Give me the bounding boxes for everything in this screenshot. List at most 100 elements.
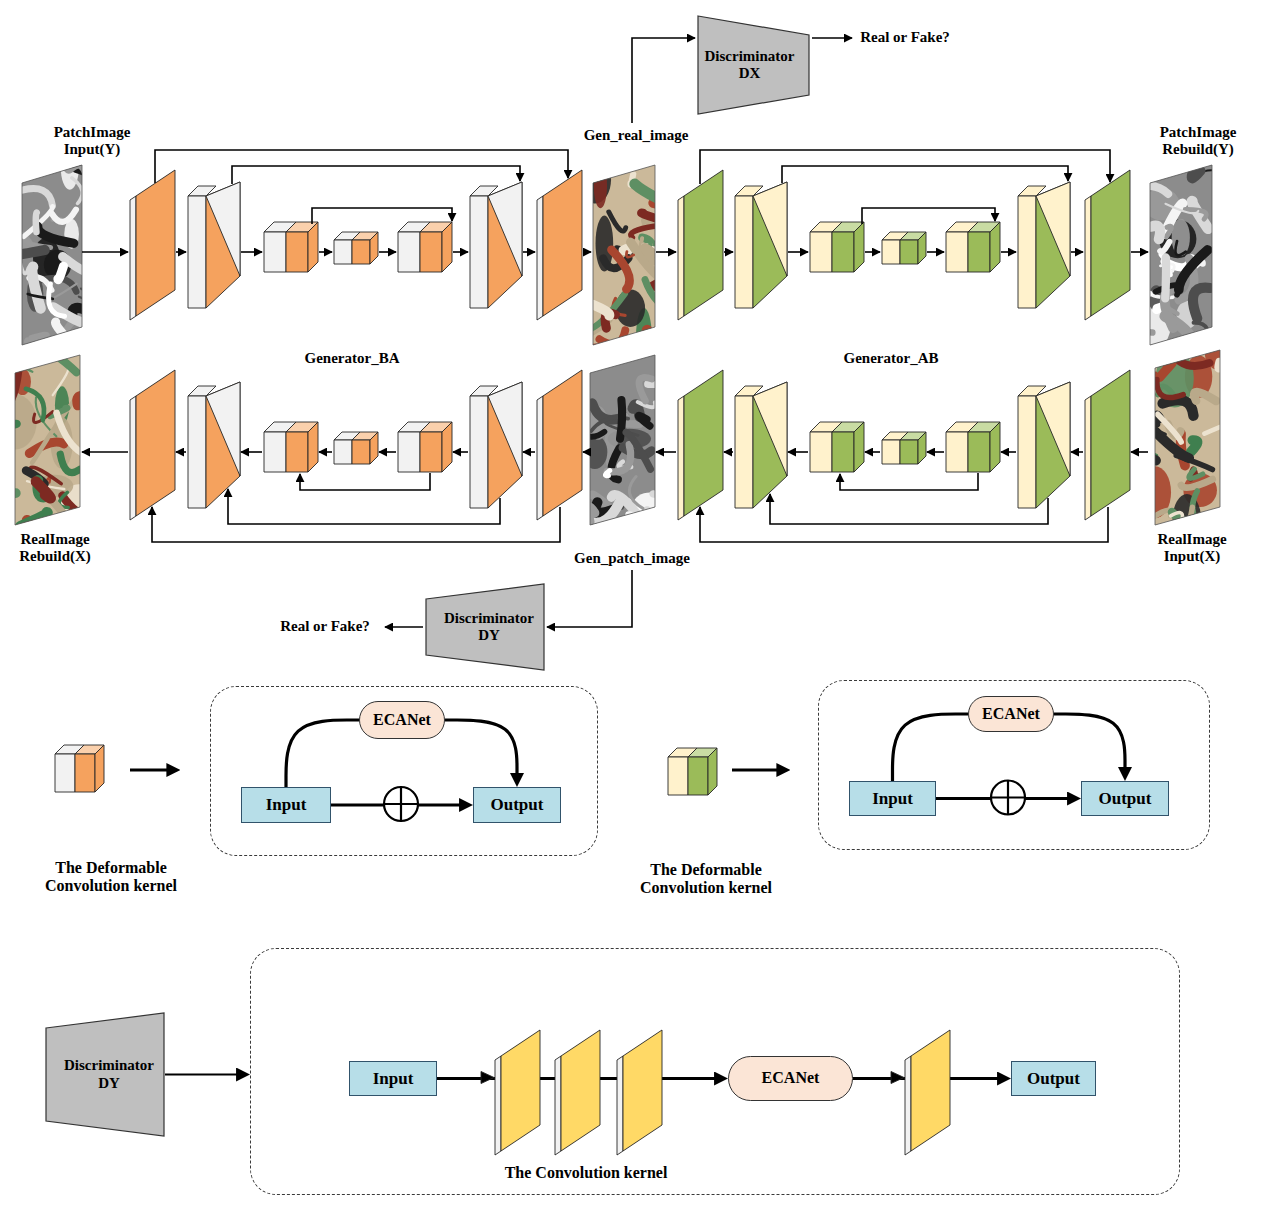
- arrow-line: [155, 150, 568, 183]
- deformable-conv-cube: [968, 232, 990, 272]
- deformable-conv-cube: [398, 222, 452, 272]
- layer-plate: [1085, 370, 1130, 520]
- connector: [445, 720, 517, 776]
- layer-plate: [1085, 396, 1091, 520]
- mural-image: [1180, 361, 1210, 366]
- layer-plate: [623, 1030, 662, 1151]
- layer-plate: [130, 370, 175, 520]
- line-art-image: [647, 510, 672, 528]
- deformable-conv-cube: [55, 754, 75, 792]
- output-box: Output: [1081, 781, 1169, 816]
- layer-block: [206, 182, 240, 308]
- deformable-conv-cube: [882, 240, 900, 264]
- layer-block: [753, 182, 787, 276]
- layer-block: [470, 182, 522, 308]
- module-caption: The Deformable Convolution kernel: [23, 859, 199, 896]
- arrow-line: [788, 451, 808, 453]
- layer-block: [753, 182, 787, 308]
- connector: [1054, 714, 1125, 770]
- line-art-image: [79, 297, 115, 327]
- mural-image: [1194, 392, 1216, 401]
- deformable-conv-cube: [946, 222, 1000, 272]
- deformable-conv-cube: [918, 232, 926, 264]
- figure-label: RealImage Input(X): [1147, 531, 1237, 566]
- image-border: [15, 355, 80, 525]
- layer-plate: [905, 1056, 911, 1155]
- module-container: The Deformable Convolution kernelECANetI…: [818, 680, 1210, 850]
- mural-image: [26, 389, 44, 421]
- figure-label: Gen_real_image: [566, 127, 706, 144]
- deformable-conv-cube: [334, 232, 378, 264]
- input-box: Input: [849, 781, 936, 816]
- mural-image: [0, 493, 16, 522]
- layer-block: [488, 382, 522, 508]
- image-border: [1150, 165, 1212, 345]
- line-art-image: [1205, 170, 1229, 172]
- figure-label: Real or Fake?: [265, 618, 385, 635]
- layer-plate: [678, 170, 723, 320]
- mural-image: [641, 330, 652, 336]
- deformable-conv-cube: [75, 754, 95, 792]
- layer-plate: [130, 396, 136, 520]
- trapezoid-shape: [46, 1013, 164, 1136]
- deformable-conv-cube: [946, 432, 968, 472]
- arrow-line: [812, 37, 852, 39]
- line-art-image: [629, 477, 642, 509]
- deformable-conv-cube: [968, 432, 990, 472]
- line-art-image: [1161, 257, 1170, 298]
- line-art-image: [629, 514, 646, 531]
- arrow-line: [385, 626, 423, 628]
- arrow-line: [1131, 251, 1148, 253]
- line-art-image: [620, 400, 622, 439]
- layer-plate: [678, 370, 723, 520]
- layer-block: [1018, 196, 1036, 308]
- mural-image: [644, 247, 654, 261]
- line-art-image: [1191, 171, 1200, 179]
- line-art-image: [1131, 186, 1168, 194]
- node-label: Input: [373, 1069, 414, 1089]
- layer-plate: [1091, 370, 1130, 516]
- deformable-conv-cube: [832, 432, 854, 472]
- line-art-image: [639, 416, 650, 426]
- mural-image: [1204, 419, 1239, 434]
- mural-image: [1191, 440, 1198, 452]
- deformable-conv-cube: [668, 757, 688, 795]
- arrow-line: [927, 451, 944, 453]
- add-symbol: [991, 781, 1025, 815]
- arrow-line: [724, 451, 733, 453]
- layer-plate: [905, 1030, 950, 1155]
- mural-image: [27, 520, 56, 528]
- deformable-conv-cube: [442, 422, 452, 472]
- layer-block: [488, 182, 522, 276]
- node-label: Discriminator DX: [704, 48, 795, 83]
- figure-label: PatchImage Rebuild(Y): [1148, 124, 1248, 159]
- mural-image: [1163, 400, 1194, 416]
- arrow-line: [656, 251, 676, 253]
- mural-image: [77, 395, 105, 405]
- layer-plate: [555, 1056, 561, 1155]
- line-art-image: [588, 507, 595, 522]
- arrow-line: [1001, 251, 1016, 253]
- deformable-conv-cube: [370, 432, 378, 464]
- attention-block: ECANet: [728, 1056, 853, 1101]
- image-border: [593, 165, 655, 345]
- mural-image: [590, 345, 620, 346]
- arrow-head: [891, 1072, 904, 1084]
- deformable-conv-cube: [308, 422, 318, 472]
- arrow-line: [724, 251, 733, 253]
- image-border: [22, 165, 82, 345]
- deformable-conv-cube: [882, 232, 926, 264]
- deformable-conv-cube: [352, 240, 370, 264]
- deformable-conv-cube: [900, 440, 918, 464]
- arrow-line: [241, 451, 262, 453]
- arrow-line: [840, 473, 978, 490]
- add-symbol: [384, 787, 418, 821]
- node-label: Input: [872, 789, 913, 809]
- line-art-image: [1193, 288, 1210, 319]
- layer-block: [1018, 382, 1070, 508]
- deformable-conv-cube: [990, 222, 1000, 272]
- arrow-line: [1131, 451, 1148, 453]
- node-label: Discriminator DY: [60, 1057, 158, 1092]
- layer-plate: [678, 196, 684, 320]
